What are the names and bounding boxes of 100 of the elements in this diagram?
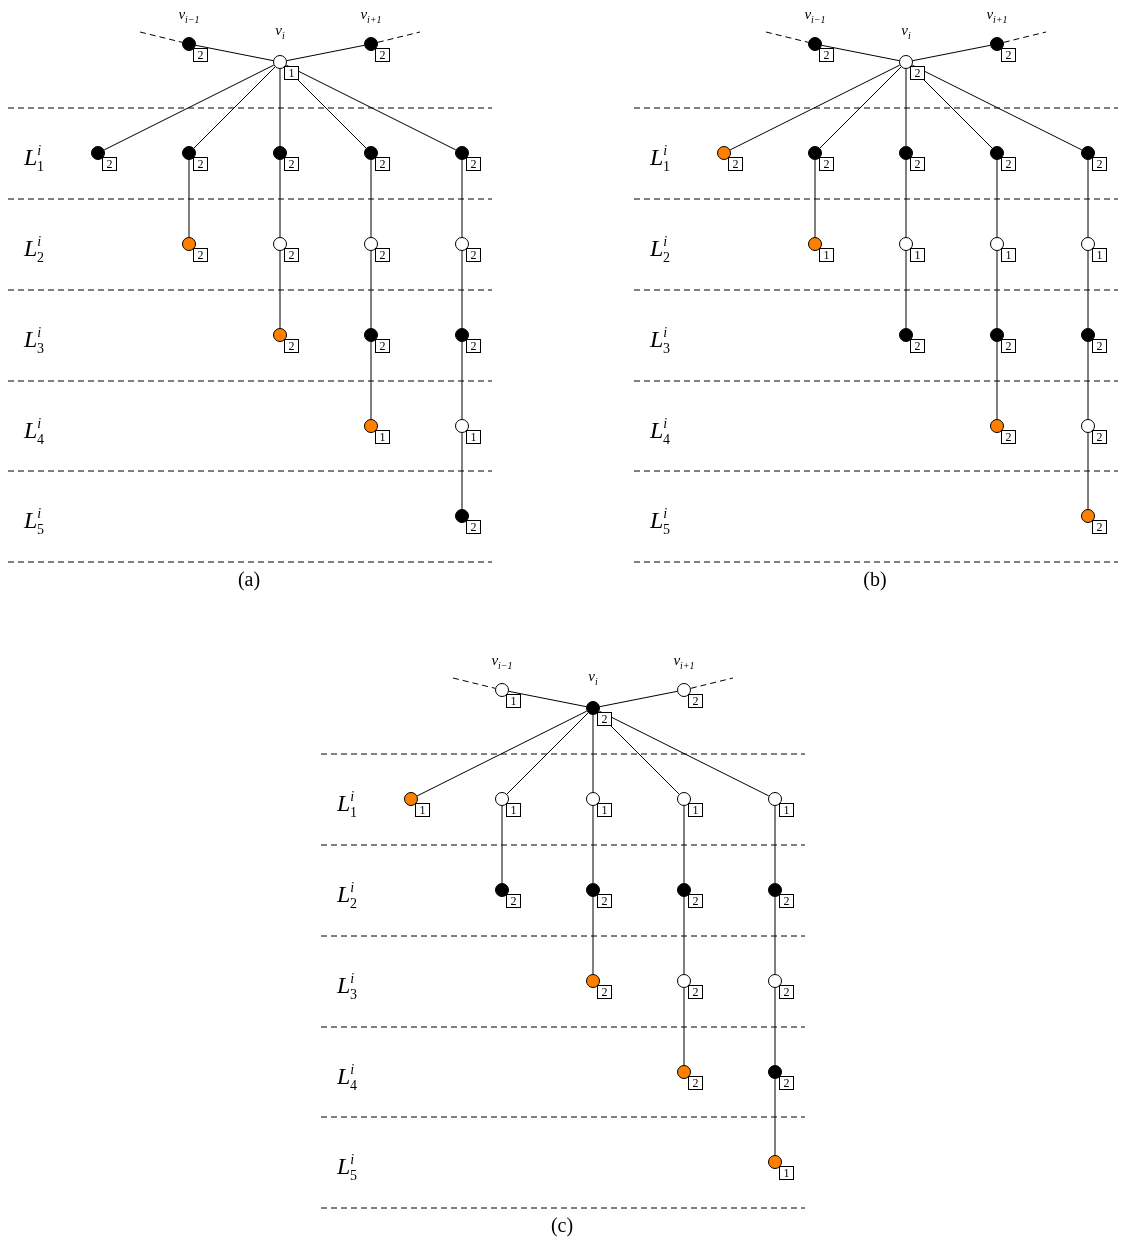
vertex-label: v$_{i−1}$	[491, 652, 513, 673]
vertex-circle	[455, 419, 469, 433]
vertex-label: v$_{i}$	[901, 22, 911, 43]
panel-caption: (c)	[550, 1214, 574, 1236]
number-tag: 1	[506, 803, 521, 817]
edge-line	[370, 159, 372, 238]
edge-line	[508, 690, 587, 708]
vertex-circle	[364, 328, 378, 342]
number-tag: 2	[597, 985, 612, 999]
edge-line	[1087, 250, 1089, 329]
number-tag: 2	[466, 248, 481, 262]
vertex-circle	[364, 146, 378, 160]
vertex-circle	[768, 792, 782, 806]
vertex-circle	[990, 237, 1004, 251]
number-tag: 1	[779, 803, 794, 817]
vertex-circle	[273, 55, 287, 69]
vertex-circle	[768, 883, 782, 897]
vertex-circle	[455, 328, 469, 342]
vertex-label: v$_{i−1}$	[178, 6, 200, 27]
number-tag: 2	[688, 1076, 703, 1090]
number-tag: 1	[284, 66, 299, 80]
edge-line	[774, 805, 776, 884]
vertex-circle	[808, 37, 822, 51]
vertex-circle	[1081, 328, 1095, 342]
number-tag: 2	[1092, 157, 1107, 171]
vertex-circle	[404, 792, 418, 806]
number-tag: 2	[910, 66, 925, 80]
number-tag: 2	[1001, 339, 1016, 353]
edge-line	[592, 896, 594, 975]
panel-caption: (a)	[237, 568, 261, 590]
edge-line	[996, 159, 998, 238]
edge-line	[598, 710, 770, 797]
number-tag: 2	[597, 712, 612, 726]
edge-line	[683, 805, 685, 884]
edge-line	[814, 159, 816, 238]
number-tag: 2	[728, 157, 743, 171]
edge-line	[279, 68, 281, 147]
number-tag: 2	[779, 894, 794, 908]
number-tag: 2	[1092, 430, 1107, 444]
dashed-edge-line	[690, 677, 734, 689]
vertex-circle	[677, 792, 691, 806]
dashed-edge-line	[452, 677, 496, 689]
panel-caption: (b)	[863, 568, 887, 590]
vertex-circle	[495, 792, 509, 806]
vertex-label: v$_{i+1}$	[360, 6, 382, 27]
edge-line	[729, 64, 901, 151]
number-tag: 2	[193, 48, 208, 62]
vertex-circle	[182, 146, 196, 160]
vertex-circle	[768, 974, 782, 988]
number-tag: 2	[688, 985, 703, 999]
vertex-circle	[273, 237, 287, 251]
vertex-circle	[768, 1065, 782, 1079]
edge-line	[996, 341, 998, 420]
edge-line	[1087, 159, 1089, 238]
vertex-circle	[586, 701, 600, 715]
vertex-circle	[717, 146, 731, 160]
edge-line	[911, 64, 1083, 151]
edge-line	[819, 66, 902, 149]
number-tag: 2	[1092, 339, 1107, 353]
edge-line	[774, 1078, 776, 1156]
number-tag: 2	[193, 248, 208, 262]
number-tag: 2	[466, 339, 481, 353]
vertex-label: v$_{i+1}$	[986, 6, 1008, 27]
number-tag: 2	[779, 985, 794, 999]
vertex-label: v$_{i+1}$	[673, 652, 695, 673]
edge-line	[1087, 432, 1089, 510]
number-tag: 2	[910, 339, 925, 353]
number-tag: 1	[1001, 248, 1016, 262]
number-tag: 1	[597, 803, 612, 817]
vertex-circle	[677, 1065, 691, 1079]
number-tag: 1	[910, 248, 925, 262]
edge-line	[286, 44, 365, 62]
dashed-edge-line	[1003, 31, 1047, 43]
vertex-circle	[677, 683, 691, 697]
vertex-circle	[182, 237, 196, 251]
vertex-circle	[990, 328, 1004, 342]
vertex-circle	[899, 237, 913, 251]
vertex-circle	[495, 683, 509, 697]
vertex-circle	[677, 974, 691, 988]
number-tag: 2	[193, 157, 208, 171]
vertex-circle	[768, 1155, 782, 1169]
number-tag: 2	[284, 248, 299, 262]
edge-line	[501, 805, 503, 884]
vertex-label: v$_{i}$	[588, 668, 598, 689]
number-tag: 2	[688, 694, 703, 708]
vertex-circle	[273, 328, 287, 342]
vertex-circle	[495, 883, 509, 897]
dashed-edge-line	[377, 31, 421, 43]
edge-line	[1087, 341, 1089, 420]
vertex-circle	[586, 883, 600, 897]
edge-line	[821, 44, 900, 62]
vertex-circle	[455, 146, 469, 160]
edge-line	[461, 159, 463, 238]
edge-line	[774, 896, 776, 975]
number-tag: 2	[1001, 157, 1016, 171]
edge-line	[103, 64, 275, 151]
number-tag: 2	[1092, 520, 1107, 534]
edge-line	[188, 159, 190, 238]
edge-line	[195, 44, 274, 62]
vertex-circle	[677, 883, 691, 897]
